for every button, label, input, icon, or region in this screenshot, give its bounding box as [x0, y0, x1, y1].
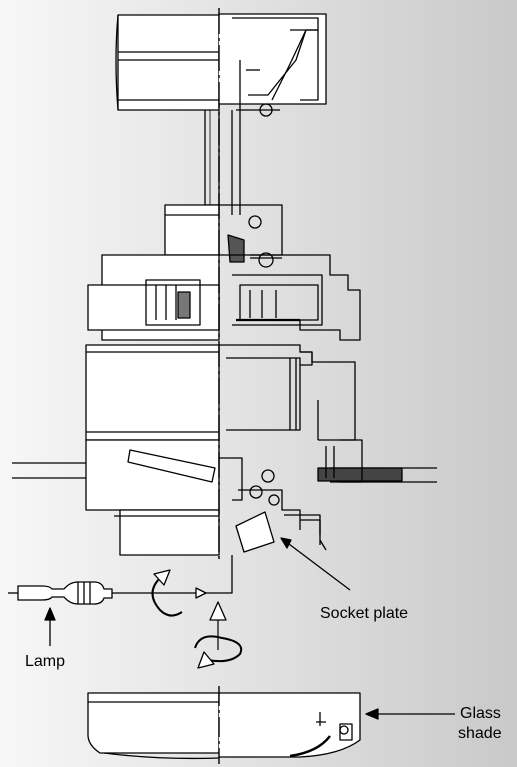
lamp-leader [44, 607, 56, 646]
glass-shade-label-line1: Glass [460, 705, 501, 722]
lower-housing [85, 344, 356, 441]
glass-shade-leader [365, 708, 455, 720]
arm-pipe [12, 439, 437, 511]
stem [204, 110, 241, 215]
collar [164, 204, 283, 268]
top-housing [115, 13, 327, 117]
socket-plate-leader [280, 537, 351, 591]
base-and-socket [114, 457, 327, 556]
twist-arrow-icon [194, 601, 243, 669]
glass-shade-label-line2: shade [458, 725, 502, 742]
rotate-arrow-icon [151, 569, 183, 617]
lamp-label: Lamp [25, 653, 66, 670]
glass-shade [87, 692, 361, 760]
lamp-bulb-icon [8, 555, 233, 605]
mid-housing [87, 254, 361, 341]
socket-plate-label: Socket plate [320, 605, 409, 622]
